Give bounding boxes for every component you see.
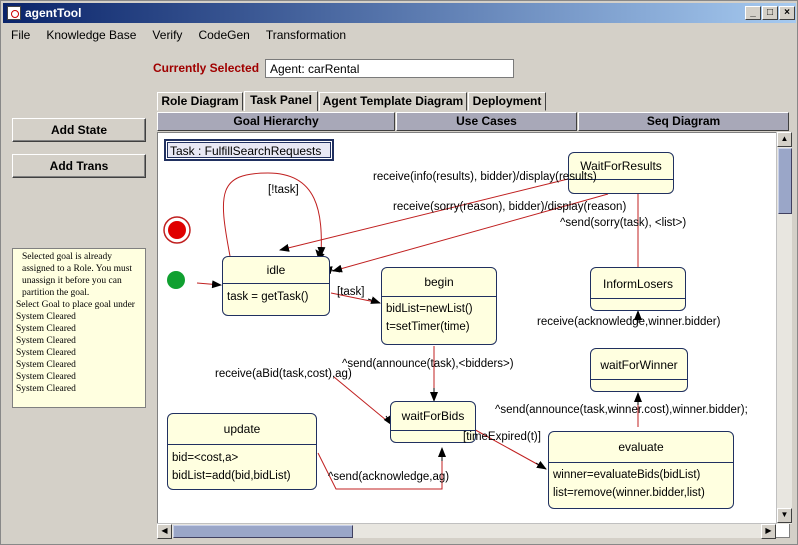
state-activity: bidList=add(bid,bidList) bbox=[172, 470, 291, 482]
state-begin[interactable]: begin bidList=newList() t=setTimer(time) bbox=[381, 267, 497, 345]
state-update[interactable]: update bid=<cost,a> bidList=add(bid,bidL… bbox=[167, 413, 317, 490]
subtab-goal-hierarchy[interactable]: Goal Hierarchy bbox=[157, 112, 395, 131]
tab-task-panel[interactable]: Task Panel bbox=[244, 91, 318, 111]
task-label[interactable]: Task : FulfillSearchRequests bbox=[164, 139, 334, 161]
state-activity: winner=evaluateBids(bidList) bbox=[553, 469, 701, 481]
edge-label-receive-sorry: receive(sorry(reason), bidder)/display(r… bbox=[393, 201, 627, 213]
horizontal-scrollbar[interactable]: ◀ ▶ bbox=[157, 523, 776, 539]
state-informlosers[interactable]: InformLosers bbox=[590, 267, 686, 311]
state-activity: list=remove(winner.bidder,list) bbox=[553, 487, 705, 499]
transition-time-expired bbox=[469, 426, 547, 470]
message-line: System Cleared bbox=[16, 372, 76, 382]
state-name: WaitForResults bbox=[580, 159, 662, 173]
currently-selected-field[interactable]: Agent: carRental bbox=[265, 59, 514, 78]
scroll-left-icon[interactable]: ◀ bbox=[157, 524, 172, 539]
state-idle[interactable]: idle task = getTask() bbox=[222, 256, 330, 316]
add-trans-button[interactable]: Add Trans bbox=[12, 154, 146, 178]
state-name: waitForBids bbox=[401, 409, 465, 423]
message-line: System Cleared bbox=[16, 324, 76, 334]
scroll-down-icon[interactable]: ▼ bbox=[777, 508, 792, 523]
transition-receive-abid bbox=[333, 376, 393, 426]
state-activity: t=setTimer(time) bbox=[386, 321, 470, 333]
end-state-ring bbox=[163, 216, 191, 244]
scroll-right-icon[interactable]: ▶ bbox=[761, 524, 776, 539]
edge-label-not-task: [!task] bbox=[268, 184, 299, 196]
start-state-icon bbox=[167, 271, 185, 289]
state-name: waitForWinner bbox=[600, 358, 678, 372]
close-button[interactable]: × bbox=[779, 6, 795, 20]
transition-send-ack-ag bbox=[317, 448, 443, 490]
add-state-button[interactable]: Add State bbox=[12, 118, 146, 142]
menu-knowledge-base[interactable]: Knowledge Base bbox=[46, 28, 137, 42]
edge-label-time-expired: [timeExpired(t)] bbox=[463, 431, 541, 443]
menu-bar: File Knowledge Base Verify CodeGen Trans… bbox=[3, 25, 796, 45]
edge-label-send-sorry: ^send(sorry(task), <list>) bbox=[560, 217, 687, 229]
state-name: begin bbox=[424, 275, 454, 289]
state-activity: bidList=newList() bbox=[386, 303, 473, 315]
state-waitforresults[interactable]: WaitForResults bbox=[568, 152, 674, 194]
message-line: System Cleared bbox=[16, 336, 76, 346]
tab-deployment[interactable]: Deployment bbox=[468, 92, 546, 111]
menu-verify[interactable]: Verify bbox=[152, 28, 183, 42]
state-name: update bbox=[223, 422, 261, 436]
message-line: Selected goal is already assigned to a R… bbox=[22, 252, 133, 298]
edge-label-send-ack-ag: ^send(acknowledge,ag) bbox=[328, 471, 450, 483]
subtab-use-cases[interactable]: Use Cases bbox=[396, 112, 577, 131]
state-evaluate[interactable]: evaluate winner=evaluateBids(bidList) li… bbox=[548, 431, 734, 509]
edge-label-task: [task] bbox=[337, 286, 365, 298]
end-state-icon bbox=[168, 221, 186, 239]
message-log: Selected goal is already assigned to a R… bbox=[12, 248, 146, 408]
menu-file[interactable]: File bbox=[11, 28, 31, 42]
edge-label-receive-abid: receive(aBid(task,cost),ag) bbox=[215, 368, 352, 380]
state-waitforbids[interactable]: waitForBids bbox=[390, 401, 476, 443]
message-line: System Cleared bbox=[16, 384, 76, 394]
message-line: System Cleared bbox=[16, 312, 76, 322]
horizontal-scroll-thumb[interactable] bbox=[173, 525, 353, 538]
minimize-button[interactable]: _ bbox=[745, 6, 761, 20]
message-line: Select Goal to place goal under bbox=[16, 300, 135, 310]
app-icon bbox=[7, 6, 21, 20]
menu-transformation[interactable]: Transformation bbox=[265, 28, 347, 42]
currently-selected-label: Currently Selected bbox=[153, 61, 260, 75]
transition-receive-info bbox=[279, 178, 569, 252]
vertical-scrollbar[interactable]: ▲ ▼ bbox=[776, 132, 792, 524]
message-line: System Cleared bbox=[16, 360, 76, 370]
edge-label-receive-info: receive(info(results), bidder)/display(r… bbox=[373, 171, 597, 183]
edge-label-receive-ack: receive(acknowledge,winner.bidder) bbox=[537, 316, 721, 328]
title-bar: agentTool _ □ × bbox=[3, 3, 796, 23]
tab-agent-template-diagram[interactable]: Agent Template Diagram bbox=[319, 92, 467, 111]
tab-role-diagram[interactable]: Role Diagram bbox=[157, 92, 243, 111]
state-name: idle bbox=[266, 263, 286, 277]
state-name: evaluate bbox=[618, 440, 664, 454]
state-activity: bid=<cost,a> bbox=[172, 452, 239, 464]
transition-loop-not-task bbox=[222, 172, 326, 257]
edge-label-send-announce-winner: ^send(announce(task,winner.cost),winner.… bbox=[495, 404, 748, 416]
vertical-scroll-thumb[interactable] bbox=[778, 148, 792, 214]
state-waitforwinner[interactable]: waitForWinner bbox=[590, 348, 688, 392]
maximize-button[interactable]: □ bbox=[762, 6, 778, 20]
subtab-seq-diagram[interactable]: Seq Diagram bbox=[578, 112, 789, 131]
edge-label-send-announce-bidders: ^send(announce(task),<bidders>) bbox=[342, 358, 514, 370]
message-line: System Cleared bbox=[16, 348, 76, 358]
menu-codegen[interactable]: CodeGen bbox=[198, 28, 250, 42]
state-activity: task = getTask() bbox=[227, 291, 309, 303]
scroll-up-icon[interactable]: ▲ bbox=[777, 132, 792, 147]
transition-receive-sorry bbox=[332, 193, 609, 273]
diagram-canvas[interactable]: Task : FulfillSearchRequests idle task =… bbox=[157, 132, 790, 538]
window-title: agentTool bbox=[25, 6, 82, 20]
state-name: InformLosers bbox=[602, 277, 674, 291]
